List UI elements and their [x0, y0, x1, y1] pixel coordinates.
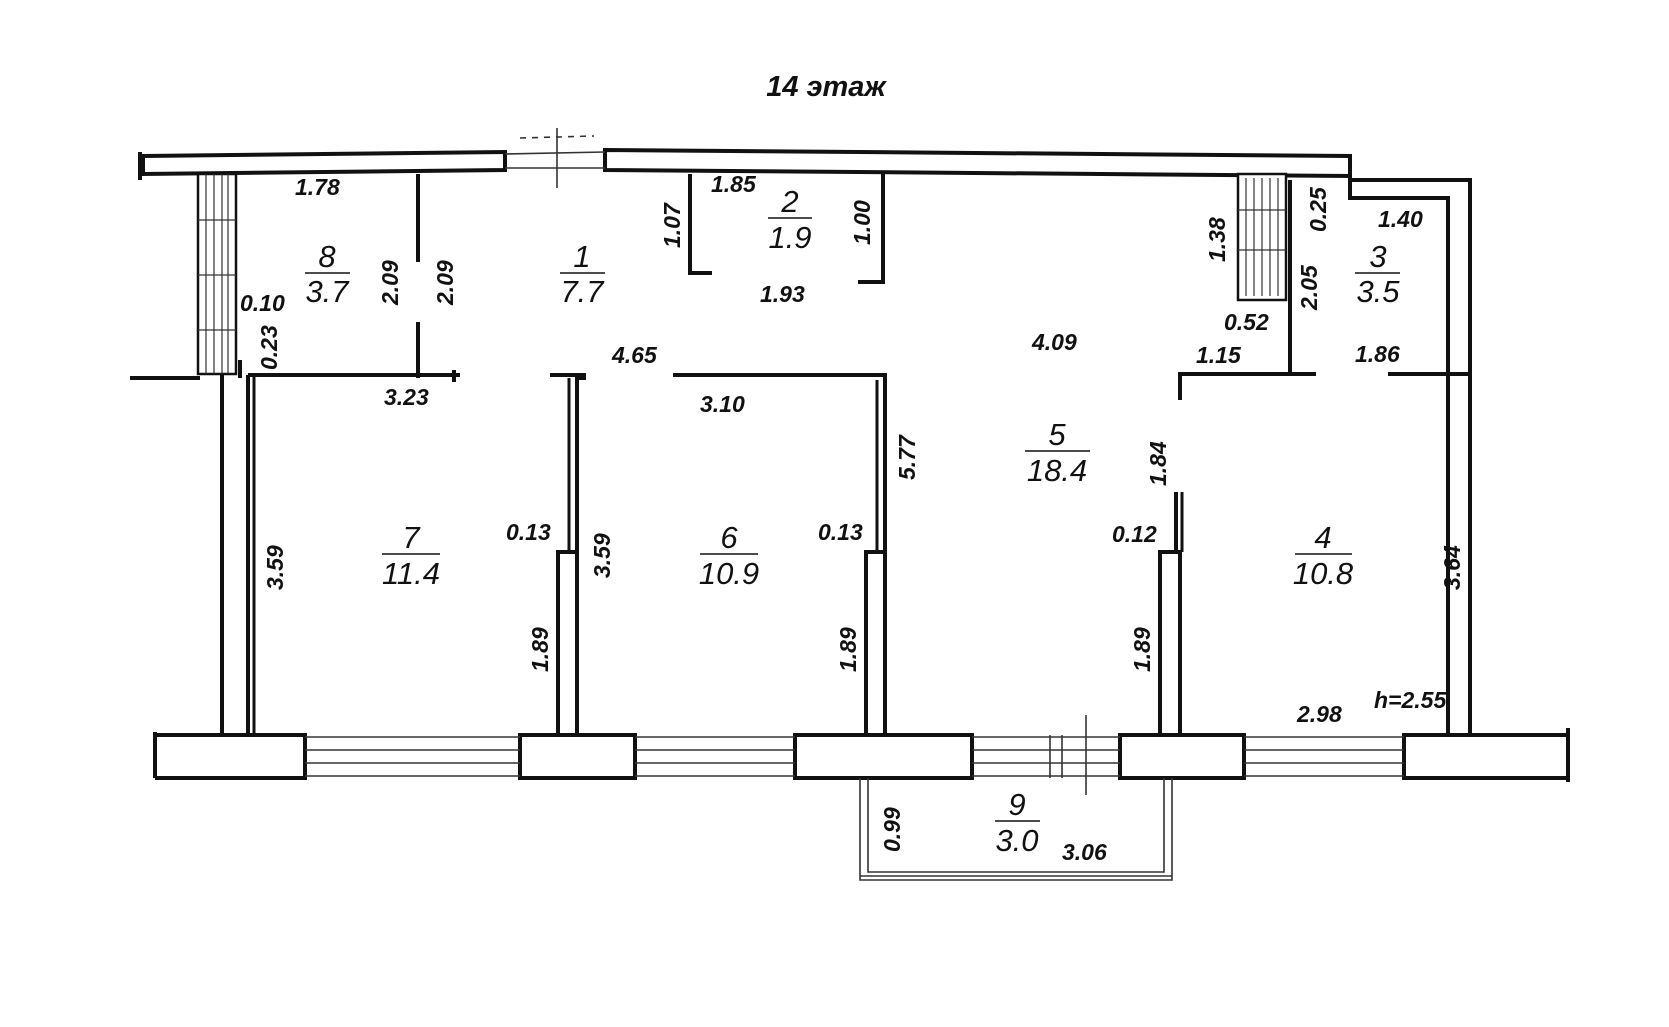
- svg-text:4: 4: [1314, 520, 1331, 555]
- room-2: 2 1.9: [768, 184, 812, 255]
- dim-3-59-b: 3.59: [262, 545, 288, 590]
- dim-1-40: 1.40: [1378, 206, 1423, 232]
- ceiling-height: h=2.55: [1374, 687, 1447, 713]
- dim-5-77: 5.77: [894, 434, 920, 480]
- svg-text:10.8: 10.8: [1293, 556, 1354, 591]
- room-9: 9 3.0: [995, 787, 1040, 858]
- dim-1-38: 1.38: [1204, 217, 1230, 262]
- svg-text:9: 9: [1008, 787, 1025, 822]
- dim-0-13-b: 0.13: [818, 519, 863, 545]
- svg-text:7: 7: [402, 520, 421, 555]
- svg-text:8: 8: [318, 239, 336, 274]
- svg-text:10.9: 10.9: [699, 556, 759, 591]
- dim-1-84: 1.84: [1145, 441, 1171, 486]
- dim-2-09-b: 2.09: [432, 260, 458, 306]
- svg-text:11.4: 11.4: [382, 556, 440, 591]
- dim-1-86: 1.86: [1355, 341, 1400, 367]
- dim-2-09-a: 2.09: [377, 260, 403, 306]
- room-4: 4 10.8: [1293, 520, 1354, 591]
- dim-3-59-a: 3.59: [589, 533, 615, 578]
- bottom-wall: [153, 715, 1570, 881]
- svg-text:7.7: 7.7: [560, 274, 605, 309]
- dim-1-07: 1.07: [659, 202, 685, 248]
- room-1: 1 7.7: [560, 239, 605, 309]
- svg-text:3.5: 3.5: [1356, 274, 1400, 309]
- room-8: 8 3.7: [305, 239, 350, 309]
- dim-1-93: 1.93: [760, 281, 805, 307]
- dim-0-99: 0.99: [879, 807, 905, 852]
- svg-text:3.7: 3.7: [305, 274, 350, 309]
- dim-3-06: 3.06: [1062, 839, 1107, 865]
- dim-0-23: 0.23: [256, 325, 282, 370]
- svg-text:6: 6: [720, 520, 738, 555]
- dim-2-05: 2.05: [1296, 264, 1322, 311]
- dim-0-10: 0.10: [240, 290, 285, 316]
- svg-text:2: 2: [780, 184, 798, 219]
- dim-3-64: 3.64: [1439, 545, 1465, 590]
- dim-0-52: 0.52: [1224, 309, 1269, 335]
- dim-4-09: 4.09: [1031, 329, 1077, 355]
- vent-shafts: [196, 172, 1288, 376]
- dimension-labels: 1.78 1.85 1.93 3.23 4.65 3.10 4.09 1.40 …: [240, 171, 1465, 865]
- floor-title: 14 этаж: [766, 71, 887, 103]
- room-5: 5 18.4: [1025, 417, 1090, 488]
- dim-1-89-b: 1.89: [835, 627, 861, 672]
- dim-1-89-c: 1.89: [1129, 627, 1155, 672]
- svg-text:3.0: 3.0: [995, 823, 1038, 858]
- room-6: 6 10.9: [699, 520, 759, 591]
- dim-1-89-a: 1.89: [527, 627, 553, 672]
- svg-text:1.9: 1.9: [768, 220, 811, 255]
- dim-0-12: 0.12: [1112, 521, 1157, 547]
- dim-2-98: 2.98: [1296, 701, 1342, 727]
- room-labels: 1 7.7 2 1.9 3 3.5 4 10.8 5 18.4 6 10.9: [305, 184, 1400, 858]
- svg-text:1: 1: [573, 239, 590, 274]
- dim-1-85: 1.85: [711, 171, 757, 197]
- dim-4-65: 4.65: [611, 342, 658, 368]
- dim-1-00: 1.00: [849, 200, 875, 245]
- dim-3-23: 3.23: [384, 384, 429, 410]
- dim-0-13-a: 0.13: [506, 519, 551, 545]
- dim-1-15: 1.15: [1196, 342, 1242, 368]
- svg-text:3: 3: [1369, 239, 1386, 274]
- dim-1-78: 1.78: [295, 174, 340, 200]
- room-7: 7 11.4: [382, 520, 440, 591]
- room-3: 3 3.5: [1355, 239, 1400, 309]
- dim-0-25: 0.25: [1305, 186, 1331, 232]
- svg-text:5: 5: [1048, 417, 1066, 452]
- dim-3-10: 3.10: [700, 391, 745, 417]
- svg-text:18.4: 18.4: [1027, 453, 1087, 488]
